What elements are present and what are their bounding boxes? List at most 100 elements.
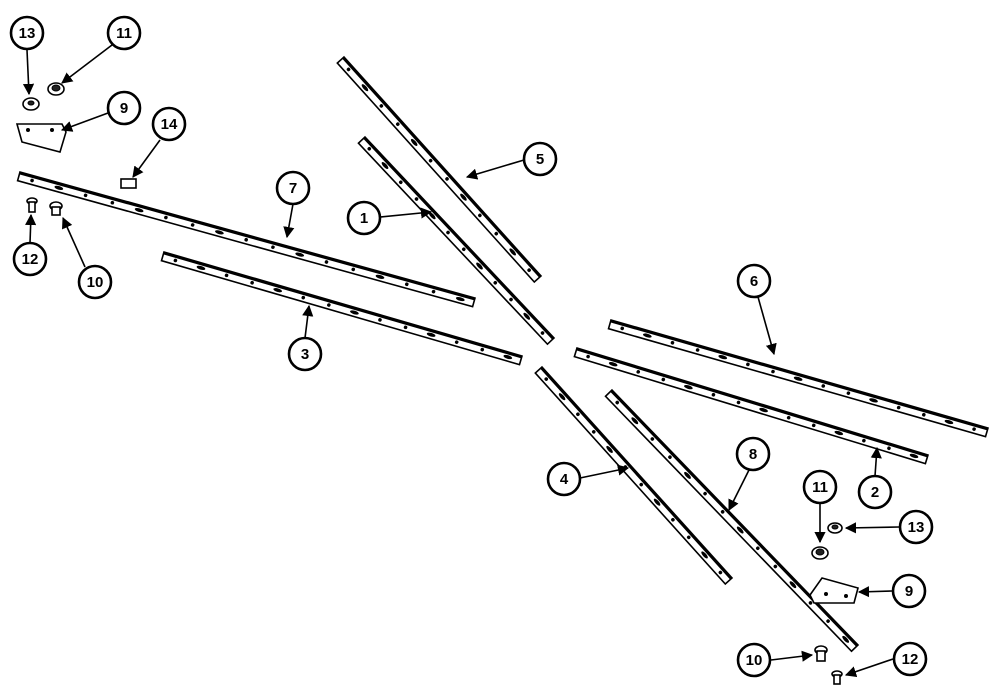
leader-3 xyxy=(302,304,314,339)
rail-7-hole xyxy=(271,245,275,249)
rail-3-hole xyxy=(350,310,359,315)
leader-13-upper xyxy=(22,49,35,96)
rail-6-hole xyxy=(922,412,926,417)
rail-7-hole xyxy=(215,230,224,235)
bolt-12-lower xyxy=(831,670,843,685)
leader-6 xyxy=(757,296,777,356)
rail-8-hole xyxy=(773,564,778,569)
callout-9-lower: 9 xyxy=(891,573,927,609)
rail-1-hole xyxy=(367,146,372,151)
nut-11-upper xyxy=(47,82,65,96)
callout-7: 7 xyxy=(275,170,311,206)
rail-7-hole xyxy=(431,289,436,294)
rail-1-hole xyxy=(540,331,545,335)
rail-8-hole xyxy=(703,491,707,496)
rail-3-hole xyxy=(250,280,254,285)
callout-9-lower-label: 9 xyxy=(905,583,913,600)
rail-1-hole xyxy=(461,247,466,252)
rail-1-hole xyxy=(509,297,513,302)
rail-8-hole xyxy=(684,471,691,479)
rail-4-hole xyxy=(558,393,566,401)
callout-10-upper-label: 10 xyxy=(87,274,104,291)
bracket-9-upper xyxy=(15,123,67,153)
rail-8-hole xyxy=(720,510,725,514)
rail-1-hole xyxy=(446,230,450,235)
rail-2-hole xyxy=(887,446,891,451)
rail-7-hole xyxy=(404,282,409,287)
callout-11-lower: 11 xyxy=(802,469,838,505)
callout-10-lower: 10 xyxy=(736,642,772,678)
rail-2-hole xyxy=(811,423,816,428)
rail-5-hole xyxy=(428,158,433,163)
rail-2-hole xyxy=(862,438,866,443)
rail-2-hole xyxy=(834,430,844,436)
rail-5-hole xyxy=(379,104,384,108)
plate-14 xyxy=(120,178,137,189)
callout-2: 2 xyxy=(857,474,893,510)
rail-3-hole xyxy=(327,303,331,307)
rail-6-hole xyxy=(944,419,954,425)
nut-13-lower xyxy=(827,522,843,534)
rail-5-hole xyxy=(478,213,482,218)
callout-13-upper: 13 xyxy=(9,15,45,51)
rail-4 xyxy=(534,365,734,586)
callout-11-lower-label: 11 xyxy=(812,479,828,496)
rail-8-hole xyxy=(808,601,813,605)
rail-3-hole xyxy=(273,288,283,293)
rail-1-hole xyxy=(398,180,403,185)
rail-7 xyxy=(16,171,476,308)
callout-8-label: 8 xyxy=(749,446,757,463)
rail-4-hole xyxy=(686,535,691,540)
rail-7-hole xyxy=(164,215,168,220)
rail-2-hole xyxy=(736,400,741,405)
rail-6-hole xyxy=(642,333,652,338)
leader-7 xyxy=(283,203,295,239)
leader-5 xyxy=(465,159,525,180)
rail-1-hole xyxy=(523,312,531,320)
rail-7-hole xyxy=(351,267,356,272)
bolt-10-upper xyxy=(49,201,63,216)
rail-6-hole xyxy=(793,376,803,381)
rail-4-hole xyxy=(701,551,708,559)
rail-3 xyxy=(160,251,523,366)
callout-8: 8 xyxy=(735,436,771,472)
rail-8-hole xyxy=(755,546,760,551)
rail-3-hole xyxy=(454,340,459,344)
callout-3: 3 xyxy=(287,336,323,372)
leader-13-lower xyxy=(844,522,900,534)
rail-3-hole xyxy=(503,354,513,360)
rail-5-hole xyxy=(410,138,418,146)
rail-5-hole xyxy=(509,248,516,256)
rails-layer xyxy=(16,55,989,653)
rail-3-hole xyxy=(403,325,408,330)
hardware-layer xyxy=(15,82,859,685)
rail-8-hole xyxy=(668,455,672,459)
nut-11-lower xyxy=(811,546,829,560)
callout-2-label: 2 xyxy=(871,484,879,501)
leader-12-upper xyxy=(25,213,37,244)
rail-3-hole xyxy=(196,265,206,271)
callout-14-label: 14 xyxy=(161,116,178,133)
callout-14: 14 xyxy=(151,106,187,142)
rail-5-hole xyxy=(527,268,531,272)
callout-5: 5 xyxy=(522,141,558,177)
rail-6-hole xyxy=(846,391,851,395)
rail-7-hole xyxy=(190,223,195,227)
rail-8-hole xyxy=(631,417,639,425)
rail-7-hole xyxy=(134,208,144,213)
rail-7-hole xyxy=(295,252,305,257)
rail-6-hole xyxy=(869,398,878,403)
callout-7-label: 7 xyxy=(289,180,297,197)
rail-5-hole xyxy=(460,193,467,201)
leader-10-upper xyxy=(62,216,86,268)
leader-2 xyxy=(870,446,882,477)
rail-3-hole xyxy=(173,258,178,263)
callout-10-lower-label: 10 xyxy=(746,652,763,669)
rail-4-hole xyxy=(718,570,723,575)
rail-6 xyxy=(607,319,989,438)
rail-5-hole xyxy=(395,122,400,126)
rail-7-hole xyxy=(30,178,34,183)
callout-12-lower: 12 xyxy=(892,641,928,677)
leader-10-lower xyxy=(770,650,814,662)
callout-4-label: 4 xyxy=(560,471,569,488)
